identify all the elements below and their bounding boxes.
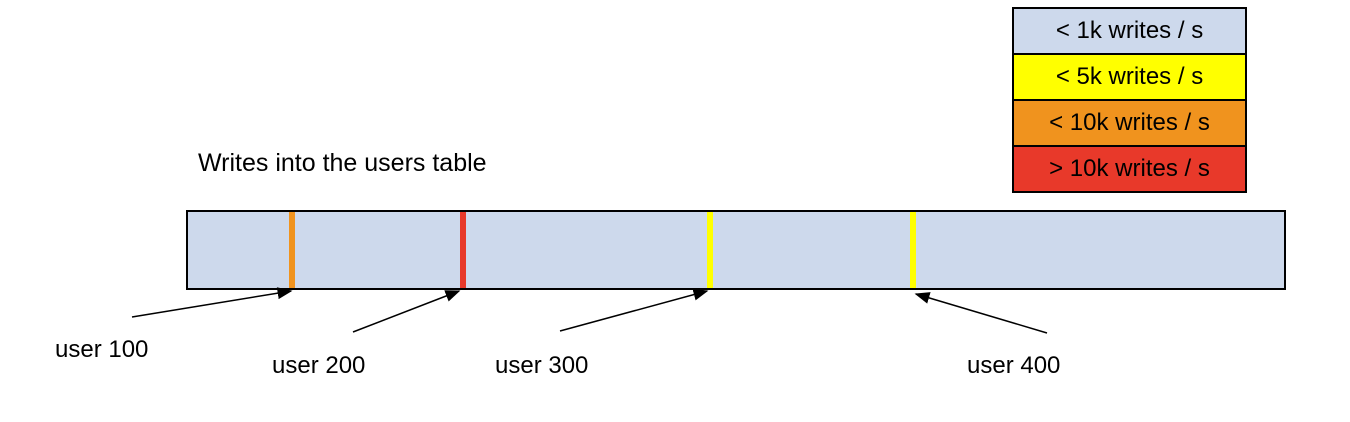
pointer-arrow — [352, 290, 461, 333]
legend-item-lt-5k: < 5k writes / s — [1012, 53, 1247, 101]
user-label-300: user 300 — [495, 352, 589, 379]
user-label-200: user 200 — [272, 352, 366, 379]
pointer-arrow — [131, 287, 293, 318]
write-hotspot-marker — [289, 212, 295, 288]
user-label-100: user 100 — [55, 336, 149, 363]
legend: < 1k writes / s < 5k writes / s < 10k wr… — [1012, 7, 1247, 193]
user-label-400: user 400 — [967, 352, 1061, 379]
legend-label: > 10k writes / s — [1049, 155, 1210, 182]
legend-label: < 10k writes / s — [1049, 109, 1210, 136]
legend-item-gt-10k: > 10k writes / s — [1012, 145, 1247, 193]
pointer-arrow — [559, 288, 709, 332]
diagram-title: Writes into the users table — [198, 149, 487, 177]
legend-label: < 1k writes / s — [1055, 17, 1204, 44]
write-hotspot-marker — [707, 212, 713, 288]
write-hotspot-marker — [910, 212, 916, 288]
legend-item-lt-10k: < 10k writes / s — [1012, 99, 1247, 147]
users-table-bar — [186, 210, 1286, 290]
legend-item-lt-1k: < 1k writes / s — [1012, 7, 1247, 55]
legend-label: < 5k writes / s — [1055, 63, 1204, 90]
write-hotspot-marker — [460, 212, 466, 288]
pointer-arrow — [914, 292, 1048, 334]
